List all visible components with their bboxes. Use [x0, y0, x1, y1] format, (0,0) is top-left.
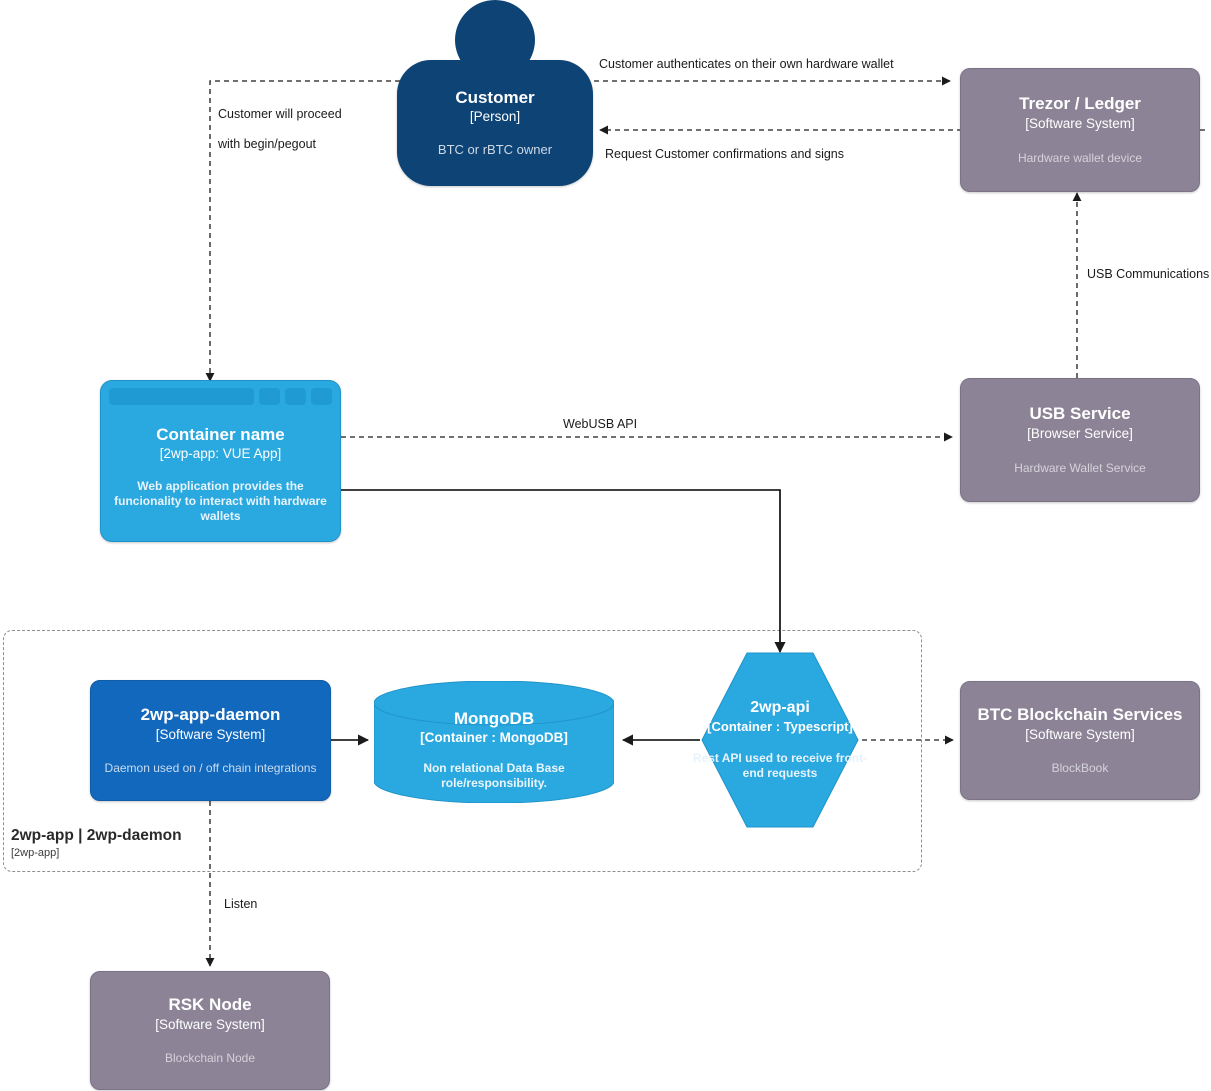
browser-control-2-icon — [285, 388, 306, 405]
trezor-ledger-tech: [Software System] — [1025, 116, 1135, 132]
edge-label-daemon-to-rsk-node: Listen — [224, 897, 258, 911]
node-trezor-ledger[interactable]: Trezor / Ledger [Software System] Hardwa… — [960, 68, 1200, 192]
browser-control-1-icon — [259, 388, 280, 405]
trezor-ledger-name: Trezor / Ledger — [1019, 94, 1141, 114]
boundary-tech: [2wp-app] — [11, 847, 60, 859]
api-name: 2wp-api — [750, 699, 810, 717]
container-name-title: Container name — [156, 424, 285, 444]
btc-services-description: BlockBook — [1051, 761, 1109, 776]
rsk-node-name: RSK Node — [168, 994, 252, 1014]
node-usb-service[interactable]: USB Service [Browser Service] Hardware W… — [960, 378, 1200, 502]
edge-label-customer-to-container-line2: with begin/pegout — [218, 137, 316, 151]
btc-services-tech: [Software System] — [1025, 726, 1135, 742]
edge-label-customer-to-trezor: Customer authenticates on their own hard… — [599, 57, 894, 71]
browser-control-3-icon — [311, 388, 332, 405]
api-description: Rest API used to receive front-end reque… — [692, 750, 868, 780]
edge-label-container-to-usb-service: WebUSB API — [563, 417, 638, 431]
trezor-ledger-description: Hardware wallet device — [1017, 150, 1143, 165]
daemon-tech: [Software System] — [155, 726, 266, 742]
person-body: Customer [Person] BTC or rBTC owner — [397, 60, 593, 186]
node-container-name[interactable]: Container name [2wp-app: VUE App] Web ap… — [100, 380, 341, 542]
hexagon-shape — [701, 652, 859, 828]
boundary-name: 2wp-app | 2wp-daemon — [11, 827, 182, 844]
node-rsk-node[interactable]: RSK Node [Software System] Blockchain No… — [90, 971, 330, 1090]
customer-tech: [Person] — [469, 108, 521, 124]
btc-services-name: BTC Blockchain Services — [977, 704, 1183, 724]
daemon-name: 2wp-app-daemon — [140, 704, 281, 724]
node-2wp-api[interactable]: 2wp-api [Container : Typescript] Rest AP… — [693, 650, 867, 830]
daemon-description: Daemon used on / off chain integrations — [104, 761, 317, 776]
edge-container-to-api — [341, 489, 786, 654]
api-text: 2wp-api [Container : Typescript] Rest AP… — [675, 650, 885, 830]
rsk-node-tech: [Software System] — [155, 1016, 265, 1032]
node-2wp-app-daemon[interactable]: 2wp-app-daemon [Software System] Daemon … — [90, 680, 331, 801]
edge-label-customer-to-container-line1: Customer will proceed — [218, 107, 342, 121]
customer-name: Customer — [455, 87, 535, 107]
node-btc-blockchain-services[interactable]: BTC Blockchain Services [Software System… — [960, 681, 1200, 800]
edge-label-trezor-to-customer: Request Customer confirmations and signs — [605, 147, 845, 161]
api-tech: [Container : Typescript] — [707, 719, 853, 735]
browser-address-bar — [109, 388, 254, 405]
rsk-node-description: Blockchain Node — [164, 1051, 256, 1066]
mongodb-text: MongoDB [Container : MongoDB] Non relati… — [374, 681, 614, 803]
browser-title-bar — [109, 388, 332, 405]
edge-label-usb-service-to-trezor: USB Communications — [1087, 267, 1210, 281]
boundary-label: 2wp-app | 2wp-daemon [2wp-app] — [11, 827, 182, 859]
mongodb-name: MongoDB — [453, 709, 535, 729]
cylinder-shape — [374, 681, 614, 803]
node-mongodb[interactable]: MongoDB [Container : MongoDB] Non relati… — [374, 681, 614, 803]
mongodb-description: Non relational Data Base role/responsibi… — [423, 760, 565, 790]
container-name-description: Web application provides the funcionalit… — [114, 479, 327, 524]
node-customer[interactable]: Customer [Person] BTC or rBTC owner — [397, 0, 593, 186]
container-name-tech: [2wp-app: VUE App] — [159, 445, 282, 461]
browser-content: Container name [2wp-app: VUE App] Web ap… — [109, 410, 332, 533]
usb-service-tech: [Browser Service] — [1027, 426, 1133, 442]
customer-description: BTC or rBTC owner — [437, 141, 553, 157]
usb-service-description: Hardware Wallet Service — [1014, 460, 1146, 475]
mongodb-tech: [Container : MongoDB] — [420, 730, 568, 746]
usb-service-name: USB Service — [1029, 404, 1131, 424]
edge-customer-to-container — [205, 80, 400, 382]
